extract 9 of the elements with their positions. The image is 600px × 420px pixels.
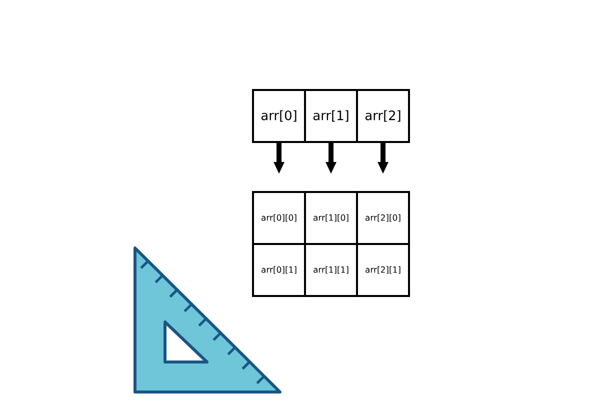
array-cell: arr[1] bbox=[304, 89, 358, 143]
array-cell: arr[0] bbox=[252, 89, 306, 143]
array-cell: arr[2] bbox=[356, 89, 410, 143]
array-cell: arr[1][0] bbox=[304, 191, 358, 245]
array-cell: arr[0][0] bbox=[252, 191, 306, 245]
array-cell: arr[0][1] bbox=[252, 243, 306, 297]
array-cell: arr[1][1] bbox=[304, 243, 358, 297]
array-cell: arr[2][1] bbox=[356, 243, 410, 297]
array-cell: arr[2][0] bbox=[356, 191, 410, 245]
